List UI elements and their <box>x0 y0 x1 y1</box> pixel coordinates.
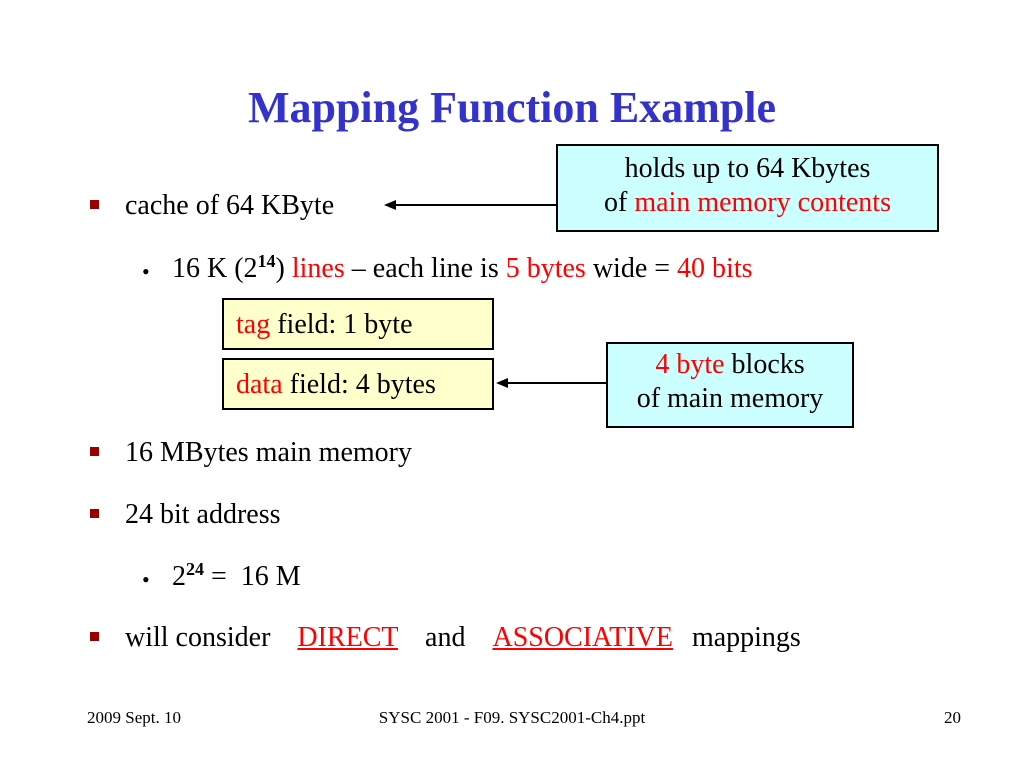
lines-word: lines <box>291 253 345 284</box>
blocks-line1: 4 byte blocks <box>608 348 852 382</box>
lines-mid: – each line is <box>344 253 506 284</box>
blocks-line2: of main memory <box>636 382 824 414</box>
data-label: data <box>236 369 283 400</box>
power-rest: = 16 M <box>204 561 301 592</box>
data-field-box: data field: 4 bytes <box>222 358 494 410</box>
lines-bytes: 5 bytes <box>505 253 586 284</box>
lines-exponent: 14 <box>257 251 276 271</box>
square-bullet-icon <box>90 447 99 456</box>
bullet-cache: cache of 64 KByte <box>125 190 335 221</box>
power-base: 2 <box>172 561 186 592</box>
holds-line1: holds up to 64 Kbytes <box>624 153 871 184</box>
bullet-address: 24 bit address <box>125 499 281 530</box>
footer-date: 2009 Sept. 10 <box>87 708 181 727</box>
holds-red: main memory contents <box>634 186 891 218</box>
dot-bullet-icon: • <box>142 259 150 284</box>
square-bullet-icon <box>90 632 99 641</box>
tag-field-box: tag field: 1 byte <box>222 298 494 350</box>
square-bullet-icon <box>90 200 99 209</box>
square-bullet-icon <box>90 509 99 518</box>
bullet-lines: 16 K (214) lines – each line is 5 bytes … <box>172 251 753 285</box>
blocks-callout: 4 byte blocks of main memory <box>606 342 854 428</box>
dot-bullet-icon: • <box>142 567 150 592</box>
blocks-rest: blocks <box>724 349 805 380</box>
tag-rest: field: 1 byte <box>270 309 413 340</box>
tag-label: tag <box>236 309 271 340</box>
cache-arrow-head <box>384 200 396 210</box>
associative-link[interactable]: ASSOCIATIVE <box>492 622 673 653</box>
lines-prefix: 16 K (2 <box>172 253 258 284</box>
lines-wide: wide = <box>585 253 678 284</box>
blocks-red: 4 byte <box>655 349 725 380</box>
holds-of: of <box>604 186 635 218</box>
data-rest: field: 4 bytes <box>282 369 436 400</box>
data-arrow-head <box>496 378 508 388</box>
consider-and: and <box>425 622 466 653</box>
footer-course: SYSC 2001 - F09. SYSC2001-Ch4.ppt <box>378 708 646 727</box>
consider-prefix: will consider <box>125 622 271 653</box>
holds-callout: holds up to 64 Kbytes of main memory con… <box>556 144 939 232</box>
holds-line2: of main memory contents <box>558 186 937 220</box>
bullet-consider: will consider DIRECT and ASSOCIATIVE map… <box>125 622 801 654</box>
footer-page-number: 20 <box>944 708 961 727</box>
direct-link[interactable]: DIRECT <box>297 622 399 653</box>
consider-suffix: mappings <box>691 622 801 653</box>
slide-title: Mapping Function Example <box>247 83 777 132</box>
bullet-power: 224 = 16 M <box>172 559 301 593</box>
power-exponent: 24 <box>186 559 204 579</box>
lines-bits: 40 bits <box>677 253 753 284</box>
lines-close: ) <box>275 253 292 284</box>
bullet-main-memory: 16 MBytes main memory <box>125 437 412 468</box>
